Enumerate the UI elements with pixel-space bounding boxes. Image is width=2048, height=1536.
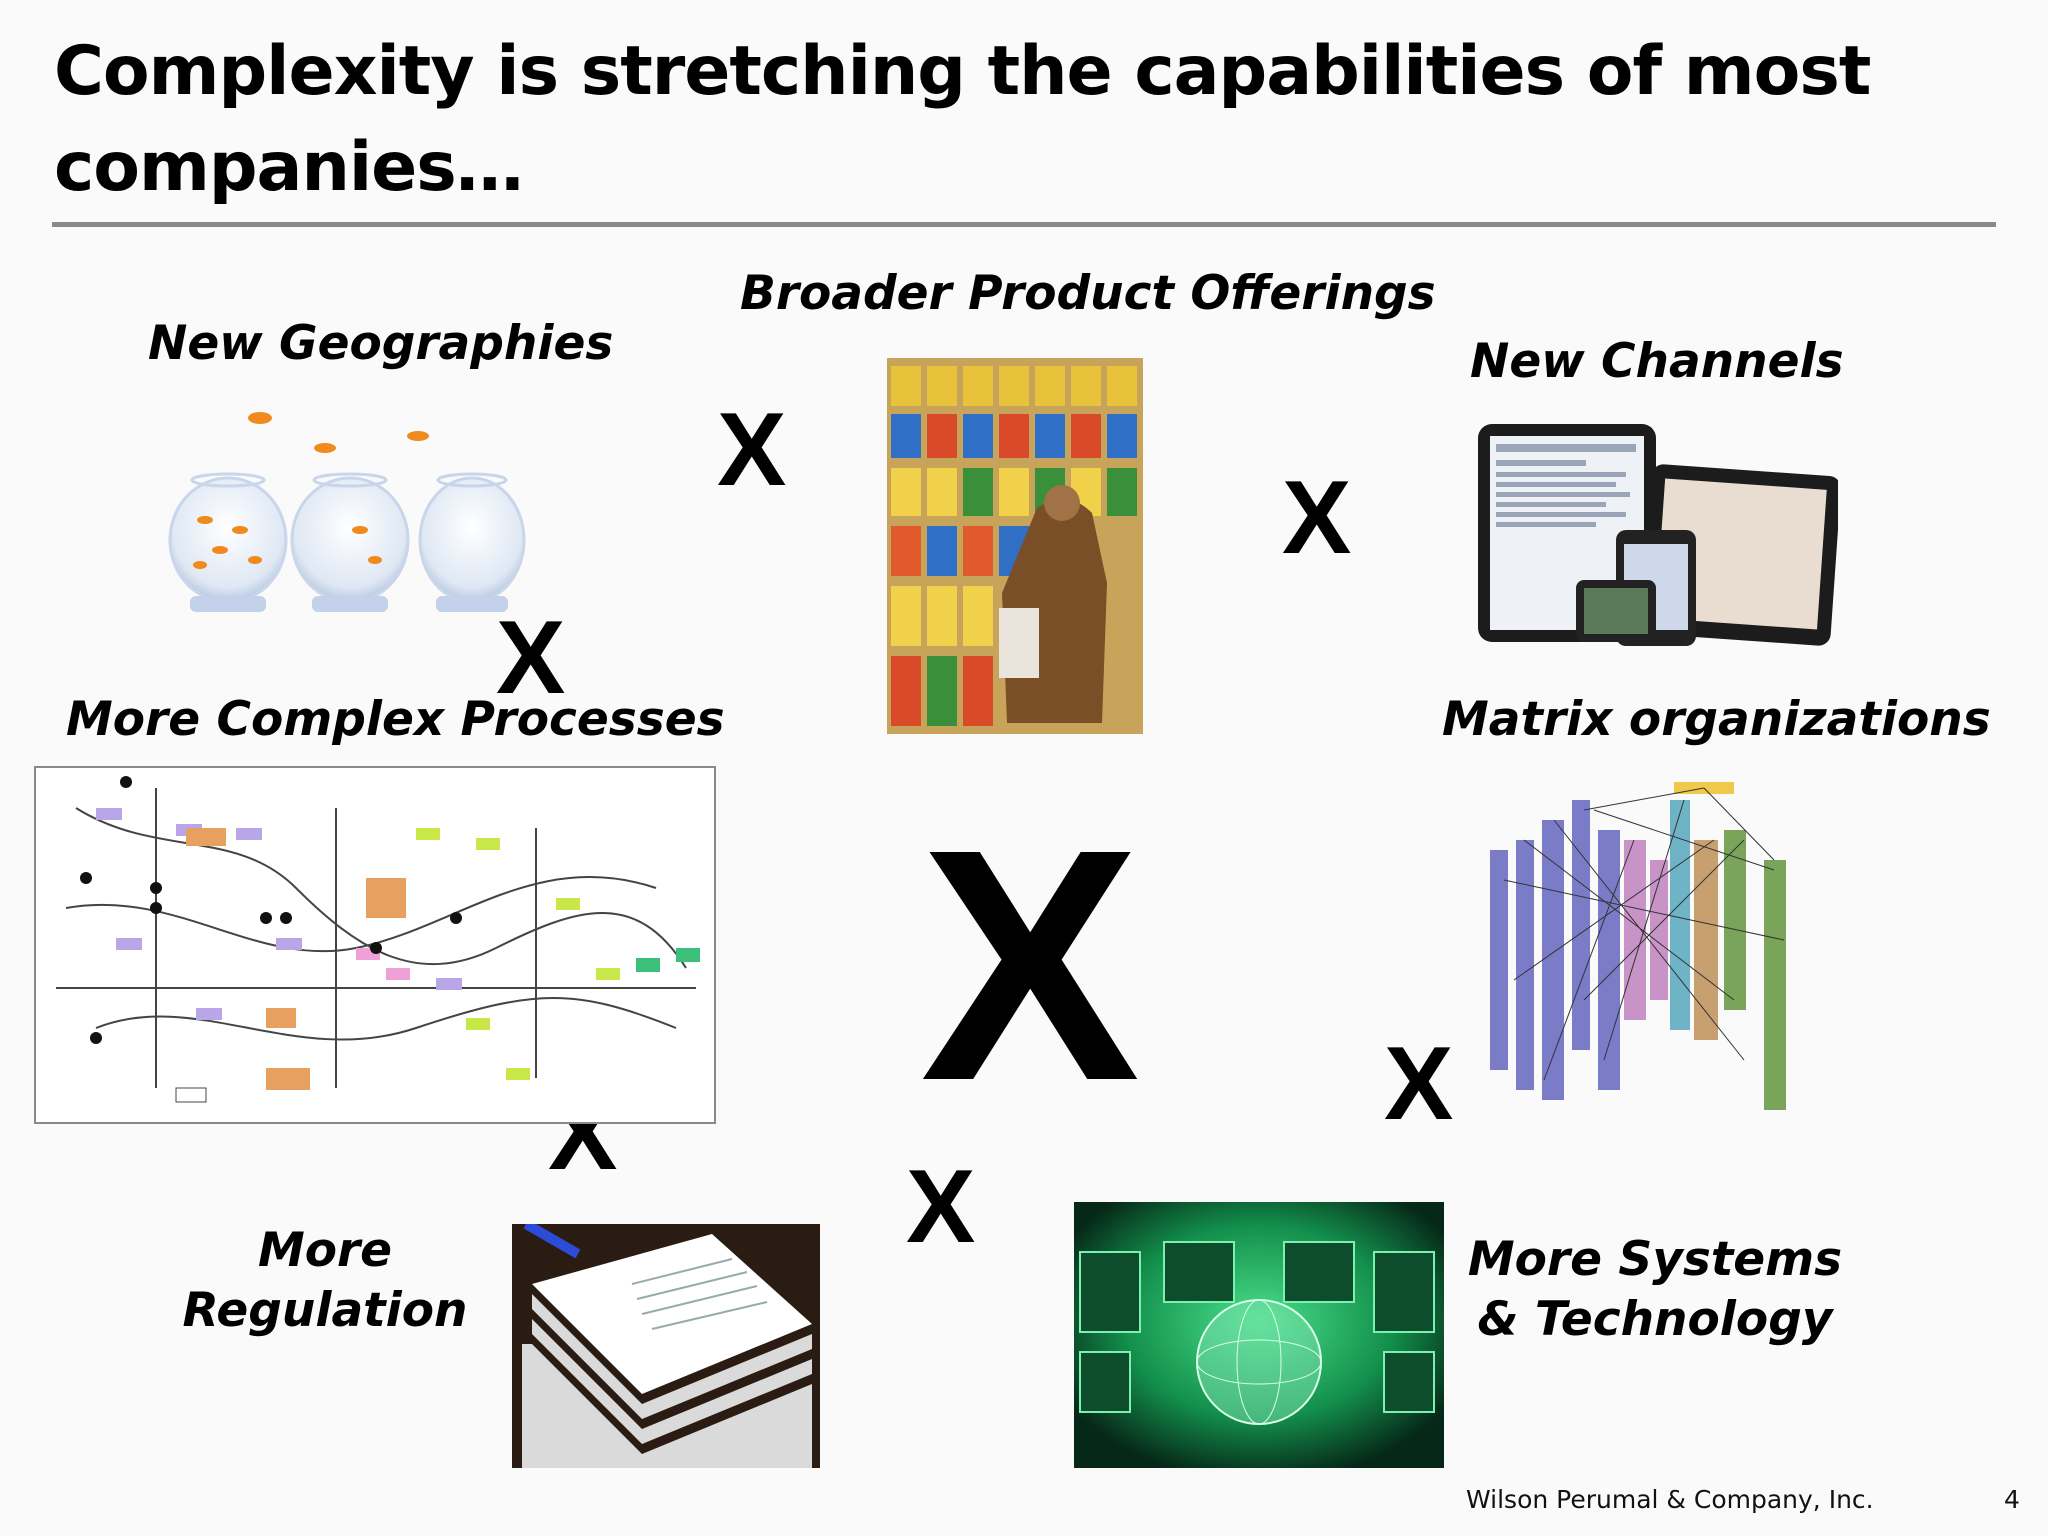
multiply-x-right: X — [1384, 1026, 1454, 1142]
multiply-x-top: X — [717, 392, 787, 508]
label-matrix-organizations: Matrix organizations — [1442, 692, 1991, 747]
label-broader-product-offerings: Broader Product Offerings — [740, 266, 1436, 321]
product-shelf-image — [887, 358, 1143, 734]
slide-title: Complexity is stretching the capabilitie… — [54, 32, 1871, 207]
multiply-x-center: X — [920, 780, 1141, 1149]
process-map-image — [34, 766, 716, 1124]
title-divider — [52, 222, 1996, 227]
label-more-systems-line1: More Systems — [1467, 1232, 1843, 1287]
multiply-x-top-right: X — [1282, 460, 1352, 576]
label-more-systems-technology: More Systems & Technology — [1460, 1230, 1850, 1350]
footer-company: Wilson Perumal & Company, Inc. — [1466, 1485, 1874, 1514]
org-chart-image — [1484, 780, 1814, 1112]
goldfish-bowls-image — [160, 400, 530, 618]
multiply-x-left: X — [496, 600, 566, 716]
label-more-regulation-line1: More — [257, 1223, 393, 1278]
label-new-channels: New Channels — [1470, 334, 1844, 389]
paper-stack-image — [512, 1224, 820, 1468]
label-more-regulation-line2: Regulation — [182, 1283, 468, 1338]
label-more-systems-line2: & Technology — [1477, 1292, 1833, 1347]
label-more-complex-processes: More Complex Processes — [66, 692, 725, 747]
page-number: 4 — [2004, 1485, 2020, 1514]
devices-image — [1476, 420, 1838, 646]
technology-image — [1074, 1202, 1444, 1468]
label-more-regulation: More Regulation — [150, 1221, 500, 1341]
label-new-geographies: New Geographies — [148, 316, 614, 371]
multiply-x-bottom: X — [906, 1149, 976, 1265]
